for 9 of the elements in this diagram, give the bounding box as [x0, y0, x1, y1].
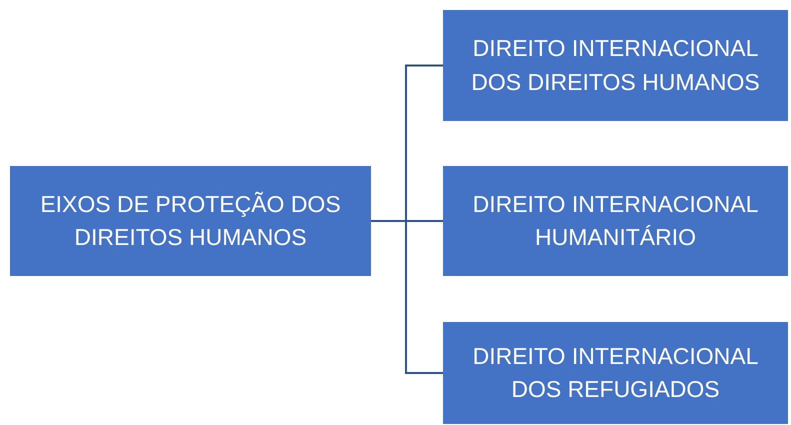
- topic-box: [443, 166, 788, 276]
- box-label: DIREITO INTERNACIONAL DOS REFUGIADOS: [472, 342, 760, 404]
- topic-box: [443, 322, 788, 424]
- topic-box: [10, 166, 371, 276]
- box-label: DIREITO INTERNACIONAL DOS DIREITOS HUMANOS: [470, 34, 761, 96]
- box-label: DIREITO INTERNACIONAL HUMANITÁRIO: [472, 190, 760, 252]
- topic-box: [443, 10, 788, 121]
- box-label: EIXOS DE PROTEÇÃO DOS DIREITOS HUMANOS: [39, 190, 342, 252]
- connector-line: [371, 220, 443, 374]
